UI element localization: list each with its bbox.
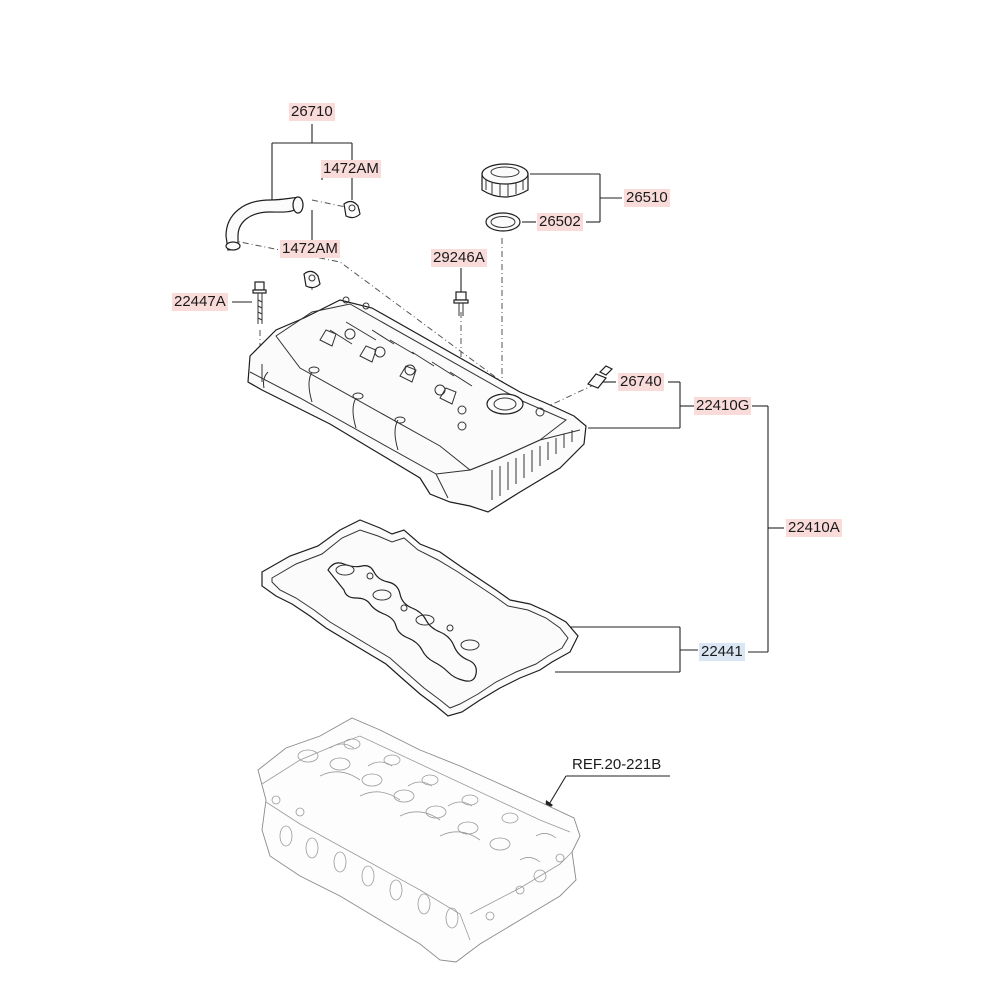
part-label-26510[interactable]: 26510 [624, 189, 670, 207]
filler-cap-gasket [485, 212, 521, 232]
part-label-22447a[interactable]: 22447A [172, 293, 228, 311]
part-label-1472am-top[interactable]: 1472AM [321, 160, 381, 178]
part-label-1472am-bottom[interactable]: 1472AM [280, 240, 340, 258]
leader-22410g [588, 381, 694, 429]
leader-22410a [748, 405, 784, 653]
part-label-29246a[interactable]: 29246A [431, 249, 487, 267]
part-label-26502[interactable]: 26502 [537, 213, 583, 231]
hose-clamp-top [343, 200, 361, 219]
rocker-cover [247, 296, 587, 513]
part-label-22410a[interactable]: 22410A [786, 519, 842, 537]
leader-ref [545, 775, 670, 812]
oil-filler-cap [481, 163, 529, 198]
leader-22441 [480, 626, 698, 673]
reference-label: REF.20-221B [572, 756, 662, 773]
breather-hose [225, 196, 304, 251]
hose-clamp-bottom [303, 270, 321, 289]
bolt-22447a [252, 281, 267, 324]
part-label-26740[interactable]: 26740 [618, 373, 664, 391]
bolt-29246a [453, 291, 469, 316]
leader-26510 [530, 173, 622, 223]
part-label-22441[interactable]: 22441 [699, 643, 745, 661]
cylinder-head-reference [257, 717, 581, 963]
cover-gasket [261, 519, 579, 717]
part-label-26710[interactable]: 26710 [289, 103, 335, 121]
pcv-valve [587, 365, 614, 389]
part-label-22410g[interactable]: 22410G [694, 397, 752, 415]
